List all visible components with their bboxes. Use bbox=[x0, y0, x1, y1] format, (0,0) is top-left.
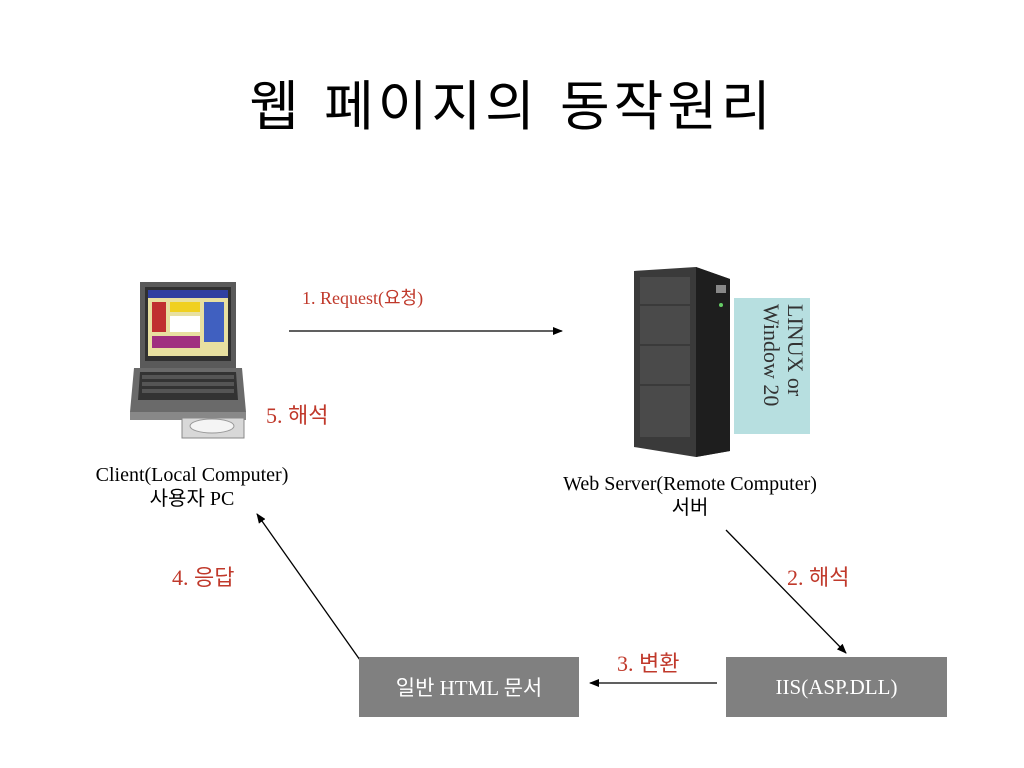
page-title: 웹 페이지의 동작원리 bbox=[249, 75, 775, 138]
html-document-box: 일반 HTML 문서 bbox=[359, 657, 579, 717]
iis-box: IIS(ASP.DLL) bbox=[726, 657, 947, 717]
step-interpret-client-label: 5. 해석 bbox=[266, 403, 329, 428]
laptop-icon bbox=[130, 282, 246, 439]
step-convert-label: 3. 변환 bbox=[617, 651, 680, 676]
os-label-box: LINUX or Window 20 bbox=[734, 298, 810, 434]
server-to-iis-arrow bbox=[725, 529, 847, 654]
step-interpret-server-label: 2. 해석 bbox=[787, 565, 850, 590]
server-caption: Web Server(Remote Computer) 서버 bbox=[563, 473, 817, 519]
tower-server-icon bbox=[634, 267, 730, 457]
response-arrow bbox=[256, 513, 361, 661]
client-caption: Client(Local Computer) 사용자 PC bbox=[95, 464, 289, 510]
step-response-label: 4. 응답 bbox=[172, 565, 235, 590]
step-request-label: 1. Request(요청) bbox=[302, 288, 424, 308]
